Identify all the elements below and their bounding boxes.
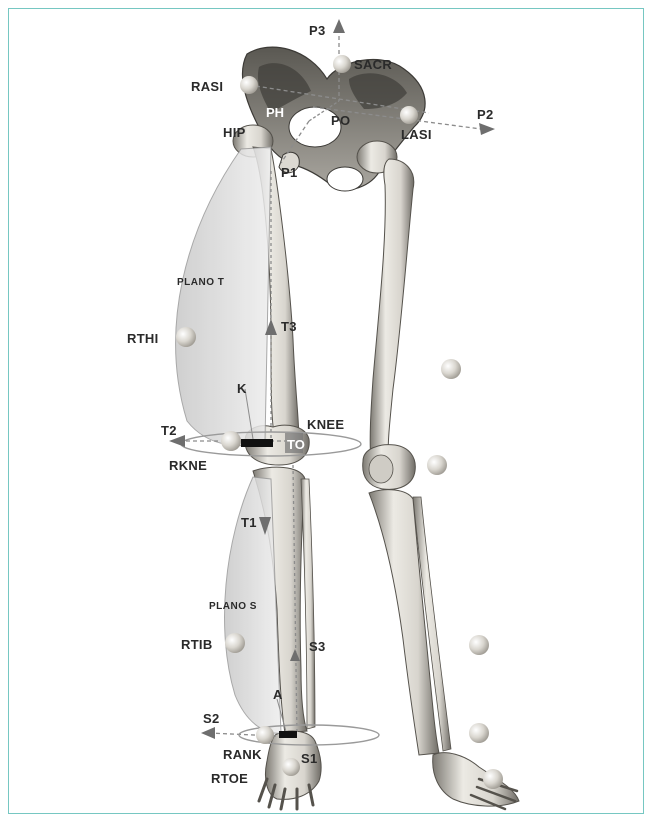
lasi-marker	[400, 106, 418, 124]
s2-arrow-icon	[201, 727, 215, 739]
label-t1: T1	[241, 515, 257, 530]
figure-frame: P3 SACR RASI PH PO P2 HIP LASI P1 PLANO …	[8, 8, 644, 814]
sacr-marker	[333, 55, 351, 73]
label-rkne: RKNE	[169, 458, 207, 473]
p2-arrow-icon	[479, 123, 495, 135]
label-to: TO	[287, 437, 305, 452]
lthi-marker	[441, 359, 461, 379]
lower-limb-marker-diagram: P3 SACR RASI PH PO P2 HIP LASI P1 PLANO …	[9, 9, 644, 814]
rtib-marker	[225, 633, 245, 653]
label-t3: T3	[281, 319, 297, 334]
ltoe-marker	[483, 769, 503, 789]
label-s3: S3	[309, 639, 326, 654]
label-p1: P1	[281, 165, 298, 180]
label-p2: P2	[477, 107, 494, 122]
label-hip: HIP	[223, 125, 246, 140]
label-a: A	[273, 687, 283, 702]
label-k: K	[237, 381, 247, 396]
label-p3: P3	[309, 23, 326, 38]
lank-marker	[469, 723, 489, 743]
label-lasi: LASI	[401, 127, 432, 142]
label-s1: S1	[301, 751, 318, 766]
label-rank: RANK	[223, 747, 262, 762]
label-t2: T2	[161, 423, 177, 438]
label-plano-s: PLANO S	[209, 601, 257, 612]
label-knee: KNEE	[307, 417, 344, 432]
label-plano-t: PLANO T	[177, 277, 224, 288]
rank-marker	[256, 726, 274, 744]
label-s2: S2	[203, 711, 220, 726]
label-rasi: RASI	[191, 79, 223, 94]
ankle-axis-bar	[279, 731, 297, 738]
label-rtoe: RTOE	[211, 771, 248, 786]
rasi-marker	[240, 76, 258, 94]
label-sacr: SACR	[354, 57, 392, 72]
knee-axis-bar	[241, 439, 273, 447]
left-leg-bones	[357, 141, 519, 809]
label-rtib: RTIB	[181, 637, 213, 652]
rkne-marker	[221, 431, 241, 451]
rthi-marker	[176, 327, 196, 347]
thigh-plane	[176, 147, 271, 446]
label-rthi: RTHI	[127, 331, 159, 346]
ltib-marker	[469, 635, 489, 655]
label-ph: PH	[266, 105, 284, 120]
label-po: PO	[331, 113, 350, 128]
lkne-marker	[427, 455, 447, 475]
rtoe-marker	[282, 758, 300, 776]
p3-arrow-icon	[333, 19, 345, 33]
